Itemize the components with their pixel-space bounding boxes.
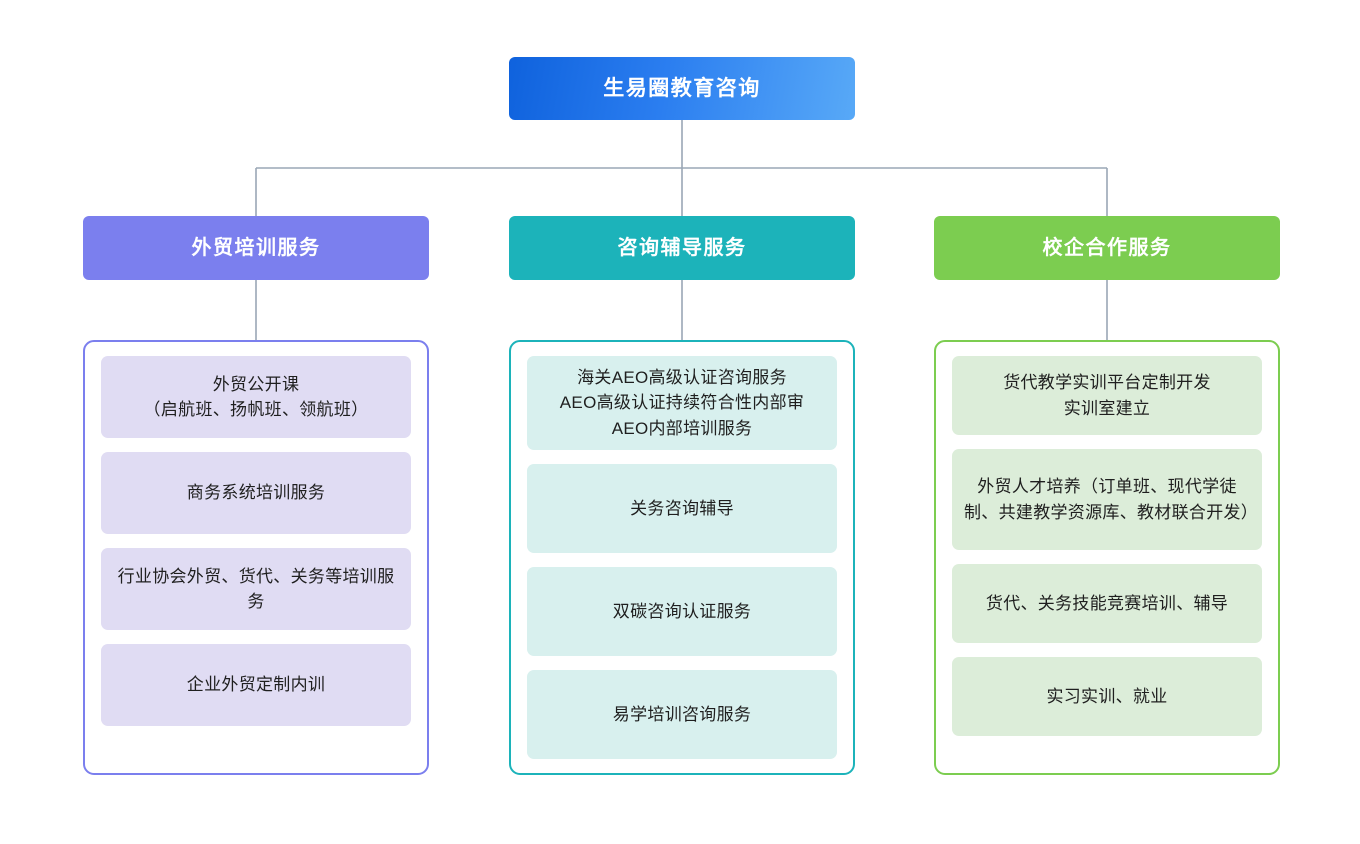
branch-header-1[interactable]: 外贸培训服务: [83, 216, 429, 280]
leaf-item-label: 易学培训咨询服务: [612, 704, 752, 724]
leaf-item[interactable]: 货代教学实训平台定制开发 实训室建立: [952, 356, 1262, 435]
leaf-item[interactable]: 行业协会外贸、货代、关务等培训服务: [101, 548, 411, 630]
leaf-item[interactable]: 实习实训、就业: [952, 657, 1262, 736]
branch-header-2[interactable]: 咨询辅导服务: [509, 216, 855, 280]
leaf-item[interactable]: 商务系统培训服务: [101, 452, 411, 534]
branch-header-label-1: 外贸培训服务: [191, 237, 321, 259]
leaf-item[interactable]: 双碳咨询认证服务: [527, 566, 837, 656]
branch-header-3[interactable]: 校企合作服务: [934, 216, 1280, 280]
root-node[interactable]: 生易圈教育咨询: [509, 57, 855, 120]
branch-column-2: 咨询辅导服务 海关AEO高级认证咨询服务 AEO高级认证持续符合性内部审 AEO…: [509, 216, 855, 775]
leaf-item-label: 行业协会外贸、货代、关务等培训服务: [117, 566, 395, 612]
leaf-item[interactable]: 易学培训咨询服务: [527, 669, 837, 759]
leaf-item[interactable]: 货代、关务技能竞赛培训、辅导: [952, 564, 1262, 643]
branch-header-label-3: 校企合作服务: [1042, 237, 1172, 259]
leaf-item-label: 货代、关务技能竞赛培训、辅导: [985, 593, 1229, 613]
branch-group-box-1: 外贸公开课 （启航班、扬帆班、领航班） 商务系统培训服务 行业协会外贸、货代、关…: [83, 340, 429, 775]
branch-column-3: 校企合作服务 货代教学实训平台定制开发 实训室建立 外贸人才培养（订单班、现代学…: [934, 216, 1280, 775]
root-node-label: 生易圈教育咨询: [603, 76, 761, 100]
leaf-item-label: 海关AEO高级认证咨询服务 AEO高级认证持续符合性内部审 AEO内部培训服务: [559, 367, 805, 438]
leaf-item-label: 货代教学实训平台定制开发 实训室建立: [1003, 373, 1211, 418]
leaf-item-label: 双碳咨询认证服务: [612, 601, 752, 621]
leaf-item[interactable]: 海关AEO高级认证咨询服务 AEO高级认证持续符合性内部审 AEO内部培训服务: [527, 356, 837, 450]
branch-header-label-2: 咨询辅导服务: [617, 237, 747, 259]
leaf-item-label: 关务咨询辅导: [630, 498, 734, 518]
leaf-item-label: 外贸公开课 （启航班、扬帆班、领航班）: [143, 374, 369, 420]
leaf-item[interactable]: 关务咨询辅导: [527, 463, 837, 553]
leaf-item-label: 外贸人才培养（订单班、现代学徒制、共建教学资源库、教材联合开发）: [964, 477, 1259, 522]
branch-group-box-2: 海关AEO高级认证咨询服务 AEO高级认证持续符合性内部审 AEO内部培训服务 …: [509, 340, 855, 775]
leaf-item-label: 企业外贸定制内训: [186, 675, 326, 695]
leaf-item-label: 实习实训、就业: [1046, 686, 1168, 706]
branch-group-box-3: 货代教学实训平台定制开发 实训室建立 外贸人才培养（订单班、现代学徒制、共建教学…: [934, 340, 1280, 775]
leaf-item[interactable]: 企业外贸定制内训: [101, 644, 411, 726]
branch-column-1: 外贸培训服务 外贸公开课 （启航班、扬帆班、领航班） 商务系统培训服务 行业协会…: [83, 216, 429, 775]
leaf-item-label: 商务系统培训服务: [186, 483, 326, 503]
leaf-item[interactable]: 外贸人才培养（订单班、现代学徒制、共建教学资源库、教材联合开发）: [952, 449, 1262, 550]
leaf-item[interactable]: 外贸公开课 （启航班、扬帆班、领航班）: [101, 356, 411, 438]
